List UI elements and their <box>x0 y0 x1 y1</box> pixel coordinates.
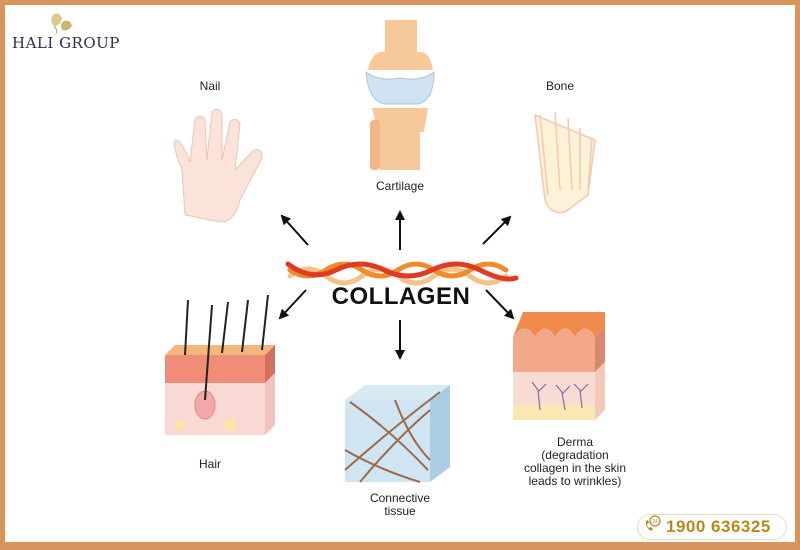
knee-joint-icon <box>365 20 435 170</box>
label-line: Derma <box>556 435 593 449</box>
phone-24-7-icon: 24 <box>642 514 662 540</box>
svg-text:24: 24 <box>652 519 658 525</box>
arrow-to-hair <box>278 289 307 320</box>
leaf-icon <box>51 13 72 35</box>
label-line: collagen in the skin <box>523 461 627 475</box>
node-label-cartilage: Cartilage <box>375 179 425 193</box>
wrinkled-skin-icon <box>513 312 605 420</box>
label-line: (degradation <box>541 448 609 462</box>
brand-name: HALI GROUP <box>12 34 120 52</box>
hotline-number[interactable]: 1900 636325 <box>666 517 771 536</box>
label-line: tissue <box>384 504 416 518</box>
arrow-to-derma <box>485 289 515 320</box>
collagen-triple-helix-icon <box>285 261 519 286</box>
node-label-nail: Nail <box>199 79 221 93</box>
node-label-bone: Bone <box>545 79 575 93</box>
arrow-to-nail <box>280 214 309 246</box>
hotline-badge[interactable]: 24 1900 636325 <box>637 514 787 540</box>
arrows <box>278 210 515 360</box>
connective-tissue-cube-icon <box>344 385 450 483</box>
node-label-connective: Connective tissue <box>345 492 455 518</box>
arrow-to-bone <box>482 215 512 245</box>
label-line: leads to wrinkles) <box>528 474 622 488</box>
foot-bones-icon <box>534 111 596 214</box>
hand-icon <box>173 108 263 223</box>
center-label: COLLAGEN <box>331 283 471 310</box>
node-label-derma: Derma (degradation collagen in the skin … <box>500 436 650 488</box>
hair-follicle-skin-icon <box>165 294 275 435</box>
node-label-hair: Hair <box>198 457 221 471</box>
label-line: Connective <box>369 491 431 505</box>
